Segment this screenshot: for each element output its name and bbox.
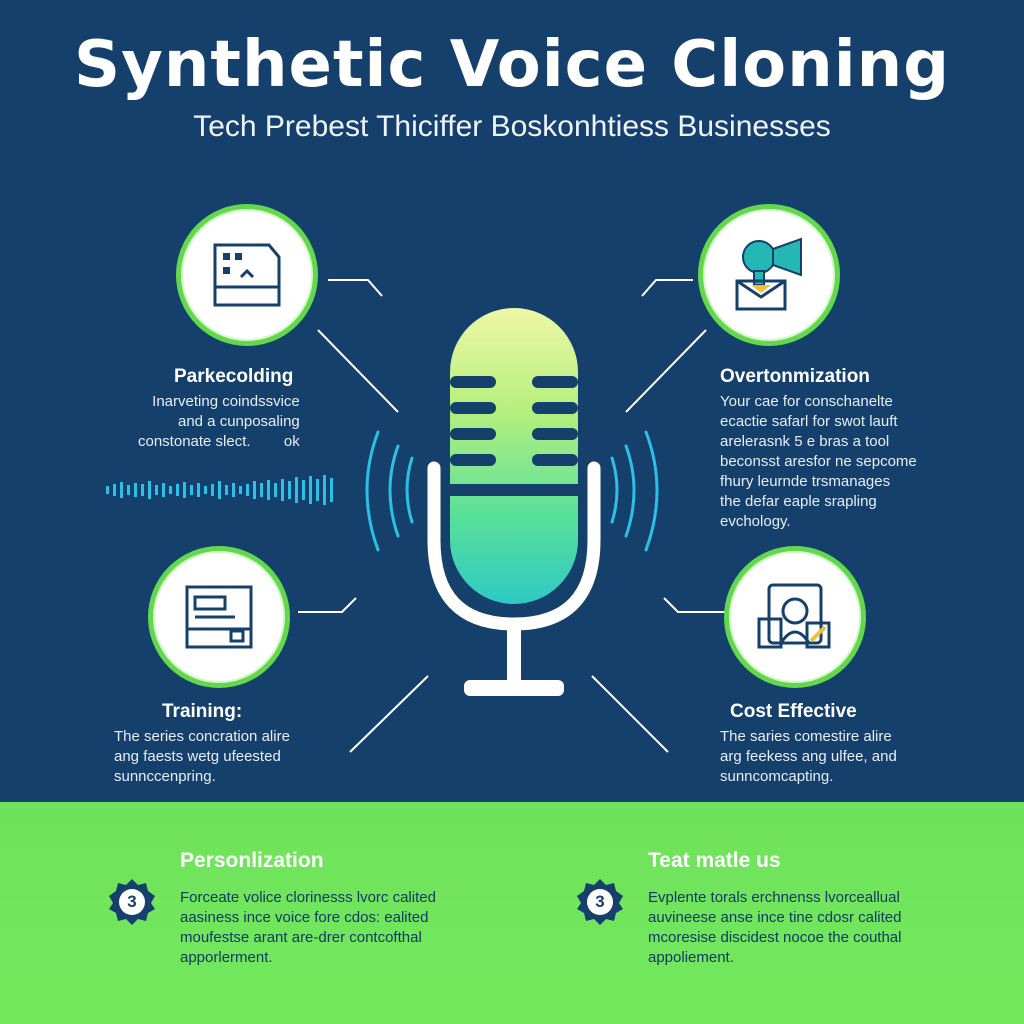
feature-text-1: Inarveting coindssvice and a cunposaling… bbox=[138, 393, 300, 450]
microphone-icon bbox=[427, 308, 601, 696]
page-subtitle: Tech Prebest Thiciffer Boskonhtiess Busi… bbox=[193, 110, 831, 143]
card-text-1: Forceate volice clorinesss lvorc calited… bbox=[180, 889, 436, 966]
sound-waves bbox=[365, 430, 659, 552]
feature-title-4: Cost Effective bbox=[730, 701, 857, 722]
feature-circle-4 bbox=[724, 546, 866, 688]
feature-text-3: The series concration alire ang faests w… bbox=[114, 728, 290, 785]
face-id-icon bbox=[757, 583, 831, 649]
bottom-band bbox=[0, 802, 1024, 1024]
feature-text-2: Your cae for conschanelte ecactie safarl… bbox=[720, 393, 917, 530]
card-badge-2: 3 bbox=[576, 878, 624, 926]
feature-circle-2 bbox=[698, 204, 840, 346]
feature-text-4: The saries comestire alire arg feekess a… bbox=[720, 728, 897, 785]
card-badge-1: 3 bbox=[108, 878, 156, 926]
star-badge-icon bbox=[577, 879, 623, 925]
card-badge-number-1: 3 bbox=[127, 892, 137, 911]
feature-title-2: Overtonmization bbox=[720, 366, 870, 387]
card-title-1: Personlization bbox=[180, 849, 324, 872]
star-badge-icon bbox=[109, 879, 155, 925]
connector-lines bbox=[298, 279, 726, 753]
feature-title-1: Parkecolding bbox=[174, 366, 294, 387]
card-badge-number-2: 3 bbox=[595, 892, 605, 911]
card-text-2: Evplente torals erchnenss lvorceallual a… bbox=[648, 889, 902, 966]
waveform bbox=[106, 475, 333, 505]
document-chart-icon bbox=[213, 243, 281, 307]
feature-circle-1 bbox=[176, 204, 318, 346]
camera-robot-icon bbox=[735, 237, 802, 311]
id-card-icon bbox=[185, 585, 253, 649]
feature-circle-3 bbox=[148, 546, 290, 688]
feature-title-3: Training: bbox=[162, 701, 243, 722]
card-title-2: Teat matle us bbox=[648, 849, 781, 872]
page-title: Synthetic Voice Cloning bbox=[74, 28, 950, 102]
